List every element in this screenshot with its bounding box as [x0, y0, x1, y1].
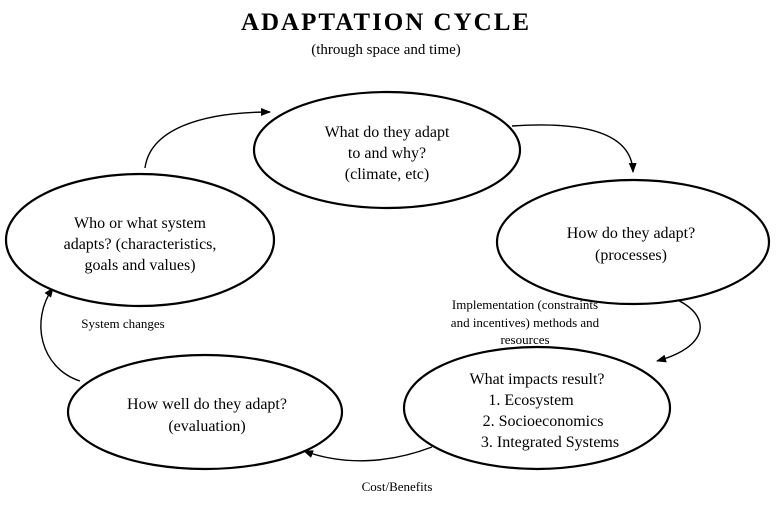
node-evaluation-line-2: (evaluation) [168, 418, 245, 435]
node-who-or-what-system: Who or what system adapts? (characterist… [4, 172, 276, 308]
implementation-line-3: resources [500, 332, 549, 347]
edge-label-system-changes: System changes [81, 316, 164, 331]
implementation-line-1: Implementation (constraints [452, 297, 598, 312]
node-who-line-2: adapts? (characteristics, [64, 236, 217, 253]
node-what-line-3: (climate, etc) [345, 166, 429, 183]
node-impacts-line-2: 1. Ecosystem [488, 392, 574, 409]
node-how-line-1: How do they adapt? [567, 225, 695, 242]
node-who-line-1: Who or what system [74, 215, 207, 232]
node-how-well-evaluation: How well do they adapt? (evaluation) [66, 353, 344, 471]
node-how-do-they-adapt: How do they adapt? (processes) [495, 178, 771, 306]
arrow-what-to-how [511, 124, 637, 173]
arrow-who-to-what [144, 108, 271, 169]
node-how-line-2: (processes) [595, 247, 667, 264]
node-what-line-1: What do they adapt [325, 124, 450, 141]
edge-label-implementation: Implementation (constraints and incentiv… [451, 297, 600, 347]
node-impacts-line-1: What impacts result? [469, 371, 604, 388]
node-who-line-3: goals and values) [84, 257, 195, 274]
diagram-title: ADAPTATION CYCLE [241, 9, 531, 36]
node-impacts-line-3: 2. Socioeconomics [483, 413, 604, 430]
node-evaluation-line-1: How well do they adapt? [127, 396, 287, 413]
diagram-subtitle: (through space and time) [311, 42, 461, 58]
arrow-impacts-to-evaluation [303, 446, 433, 462]
node-what-line-2: to and why? [348, 145, 426, 162]
node-what-do-they-adapt: What do they adapt to and why? (climate,… [252, 90, 522, 210]
node-what-impacts-result: What impacts result? 1. Ecosystem 2. Soc… [402, 345, 672, 471]
implementation-line-2: and incentives) methods and [451, 315, 600, 330]
edge-label-cost-benefits: Cost/Benefits [362, 479, 433, 494]
node-impacts-line-4: 3. Integrated Systems [481, 434, 619, 451]
arrow-evaluation-to-who [40, 287, 81, 382]
